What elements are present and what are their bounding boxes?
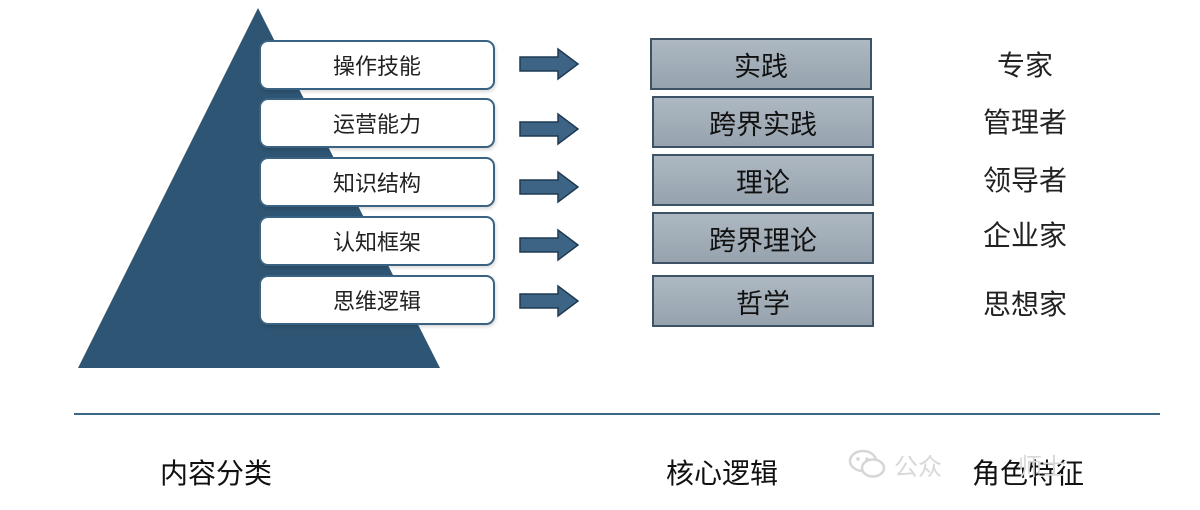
tier-thinking-logic: 思维逻辑: [259, 275, 495, 325]
logic-philosophy: 哲学: [652, 275, 874, 327]
tier-cognitive-framework: 认知框架: [259, 216, 495, 266]
footer-core-logic: 核心逻辑: [666, 457, 779, 490]
tier-operating-ability: 运营能力: [259, 98, 495, 148]
right-arrow-icon: [519, 47, 580, 81]
wechat-icon: [848, 449, 886, 478]
logic-practice: 实践: [650, 38, 872, 90]
role-thinker: 思想家: [982, 288, 1067, 321]
role-manager: 管理者: [982, 106, 1067, 139]
role-expert: 专家: [996, 49, 1053, 82]
tier-operational-skills: 操作技能: [259, 40, 495, 90]
watermark: 公众 师士: [848, 444, 1066, 484]
logic-theory: 理论: [652, 154, 874, 206]
divider-line: [74, 413, 1160, 415]
right-arrow-icon: [519, 228, 580, 262]
watermark-trailing-text: 师士: [1018, 452, 1066, 481]
right-arrow-icon: [519, 170, 580, 204]
footer-role-features: 角色特征: [972, 457, 1085, 490]
tier-knowledge-structure: 知识结构: [259, 157, 495, 207]
role-leader: 领导者: [982, 164, 1067, 197]
logic-cross-theory: 跨界理论: [652, 212, 874, 264]
right-arrow-icon: [519, 284, 580, 318]
logic-cross-practice: 跨界实践: [652, 96, 874, 148]
right-arrow-icon: [519, 112, 580, 146]
role-entrepreneur: 企业家: [982, 219, 1067, 252]
watermark-text: 公众: [894, 452, 942, 481]
footer-content-category: 内容分类: [160, 457, 273, 490]
